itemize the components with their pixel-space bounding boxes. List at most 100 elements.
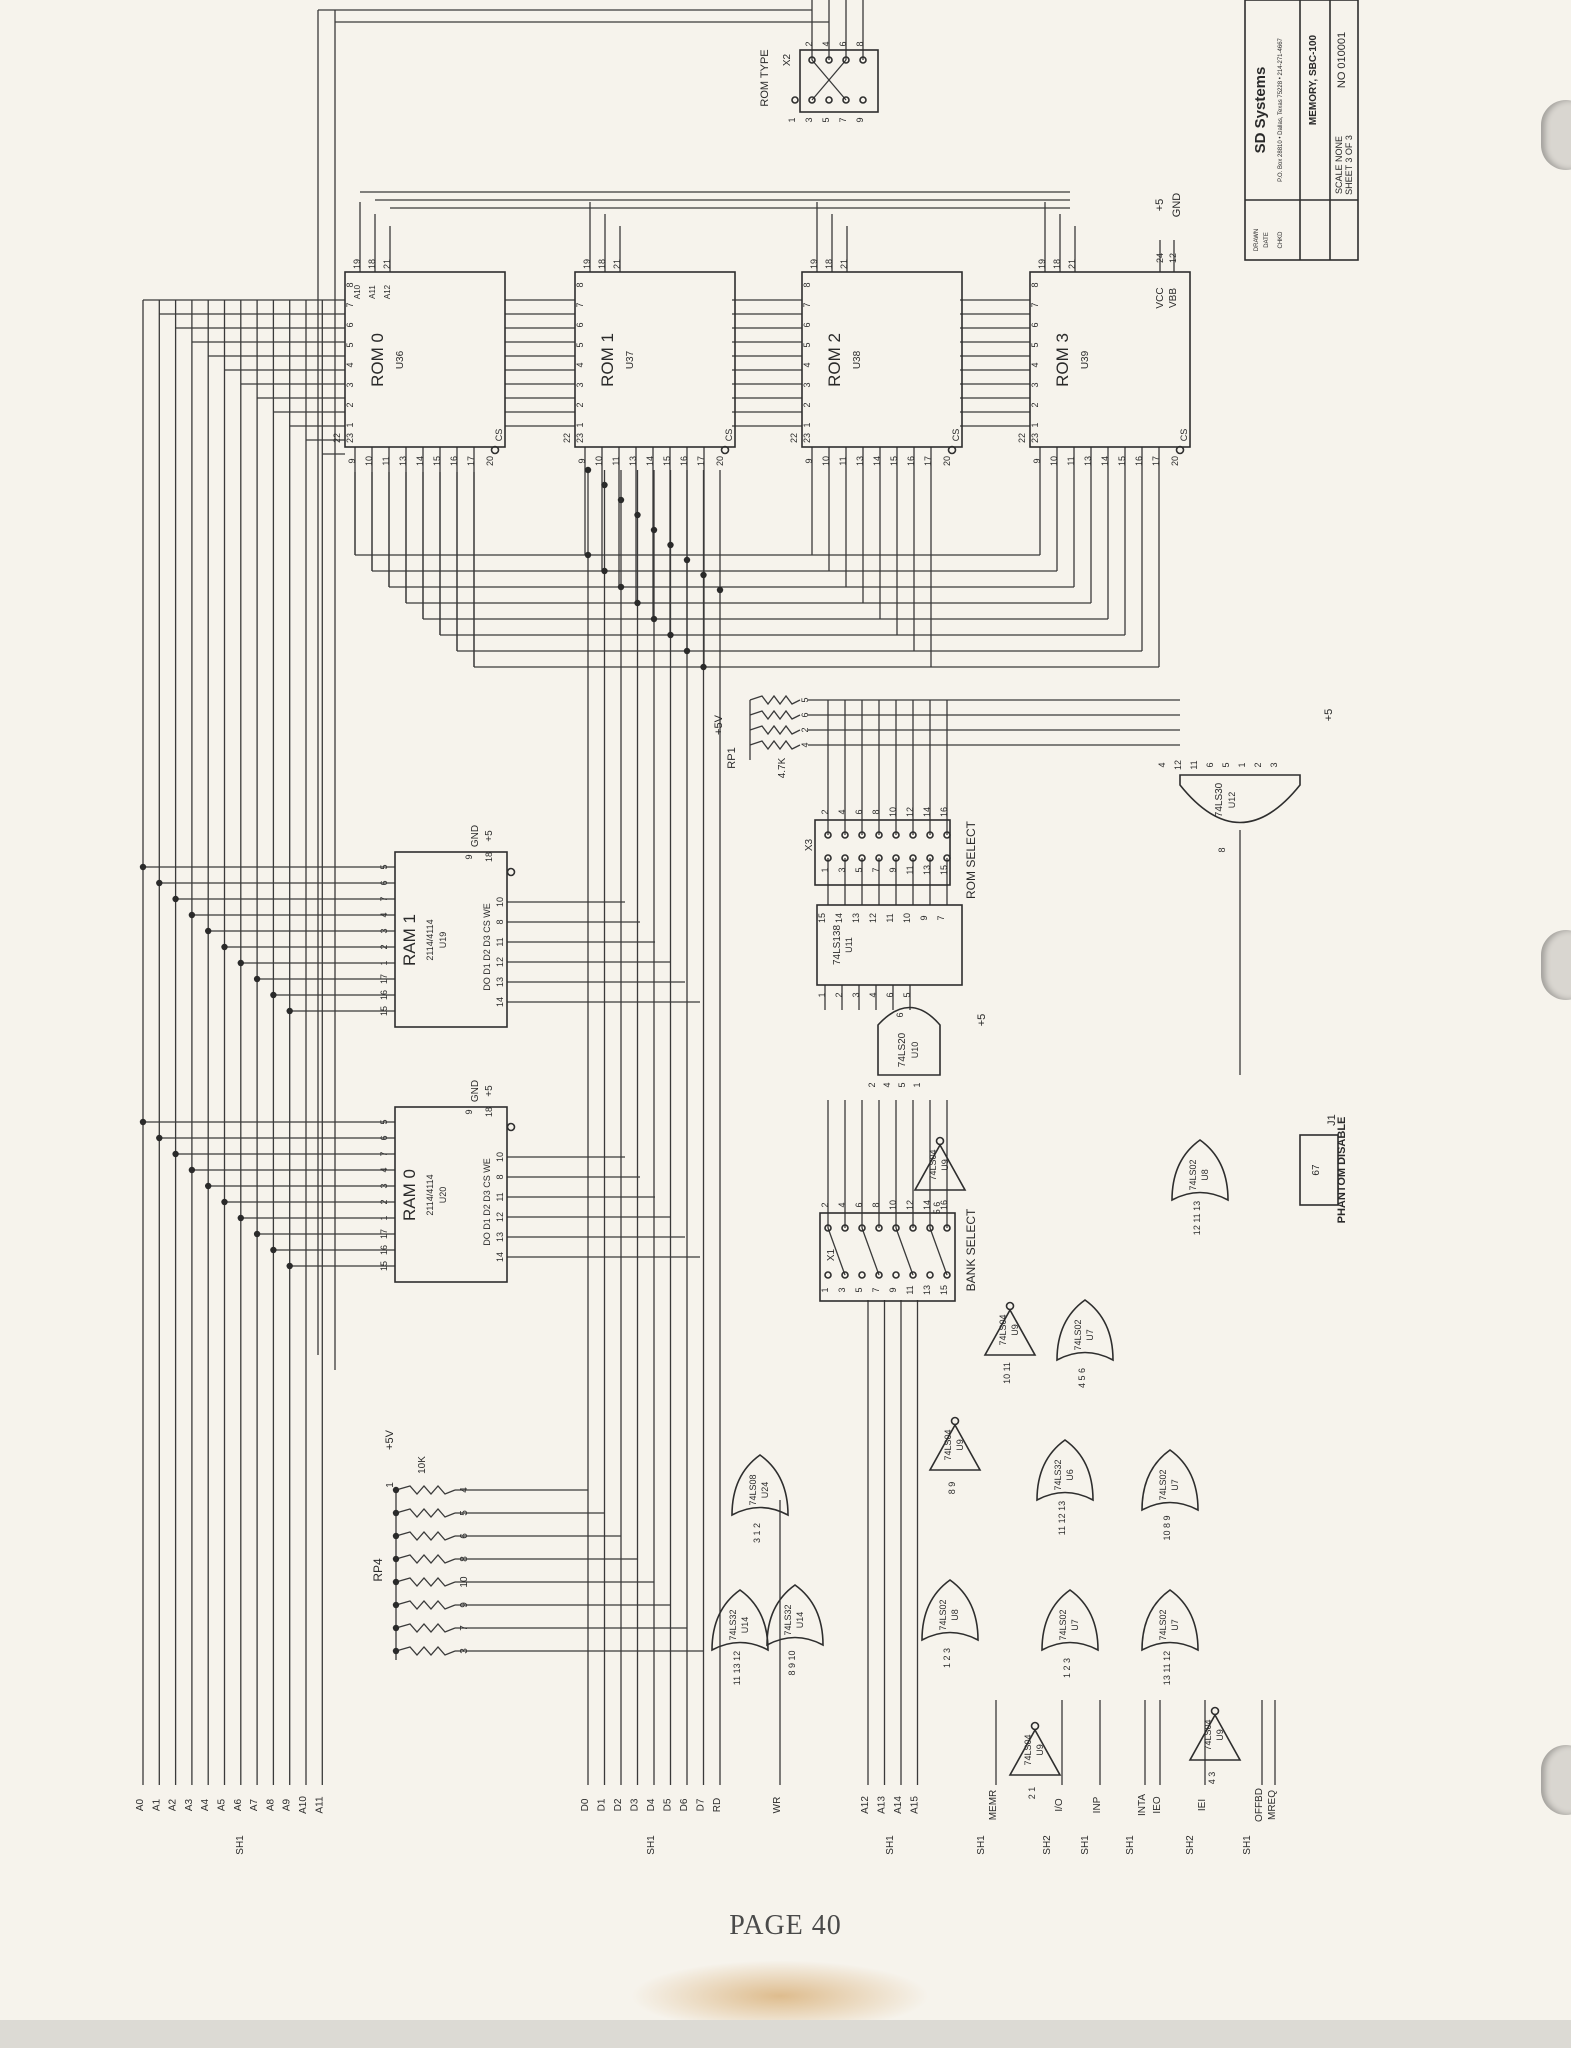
data-signal: D1	[597, 1798, 608, 1811]
resistor-zigzag	[395, 1600, 456, 1610]
header-hole	[875, 1271, 883, 1279]
u10-pin: 4	[882, 1082, 892, 1087]
rom-name: ROM 3	[1053, 333, 1072, 387]
header-pin: 6	[854, 1202, 864, 1207]
ram-plus5: +5	[484, 1085, 495, 1097]
rp4-pin: 4	[459, 1487, 470, 1493]
rp4-pin: 6	[459, 1533, 470, 1539]
ram-pin-num: 7	[379, 1151, 389, 1156]
junction-dot	[221, 1198, 228, 1206]
junction-dot	[253, 975, 261, 983]
rp4-pin: 8	[459, 1556, 470, 1562]
header-pin: 7	[871, 867, 881, 872]
junction-dot	[392, 1532, 400, 1540]
junction-dot	[139, 1118, 147, 1126]
header-pin: 8	[871, 809, 881, 814]
gate-pins: 10 8 9	[1162, 1515, 1172, 1540]
junction-dot	[172, 895, 179, 903]
resistor-zigzag	[749, 709, 801, 721]
ram-pin-num: 1	[379, 1215, 389, 1220]
rom-select-ref: X3	[804, 838, 815, 851]
rom-pin-num: 21	[1067, 259, 1077, 269]
rom-pin-num: 8	[575, 282, 585, 287]
control-signal: IEO	[1152, 1796, 1163, 1813]
logic-gate	[1056, 1299, 1114, 1362]
jumper-pin: 4	[821, 41, 831, 46]
header-hole	[841, 1271, 849, 1279]
junction-dot	[601, 567, 608, 575]
control-sheet: SH1	[976, 1835, 987, 1855]
bank-jumper-link	[895, 1227, 914, 1276]
header-hole	[943, 1224, 951, 1232]
header-hole	[824, 1271, 832, 1279]
j1-pin: 67	[1311, 1164, 1322, 1176]
ram-ref: U19	[438, 932, 448, 949]
jumper-hole	[808, 56, 816, 64]
gnd-label: GND	[1171, 193, 1183, 218]
rom-pin-num: 17	[923, 456, 933, 466]
header-hole	[943, 831, 951, 839]
rom-chip	[344, 271, 506, 448]
bank-select-ref: X1	[826, 1248, 837, 1261]
logic-gate	[1141, 1589, 1199, 1652]
inverter-bubble	[1005, 1301, 1015, 1311]
u12-pin: 5	[1221, 762, 1231, 767]
u11-pin: 9	[919, 915, 929, 920]
jumper-hole	[842, 56, 850, 64]
rom-pin-num: 5	[802, 342, 812, 347]
inverter-bubble	[720, 445, 730, 455]
rom-pin-num: 11	[838, 456, 848, 465]
rp4-value: 10K	[417, 1456, 428, 1474]
date-label: DATE	[1264, 232, 1270, 248]
header-hole	[841, 831, 849, 839]
ram-pin-num: 7	[379, 896, 389, 901]
resistor-zigzag	[395, 1623, 456, 1633]
header-pin: 4	[837, 1202, 847, 1207]
ram-pin-num: 3	[379, 928, 389, 933]
gate-ref: U24	[760, 1482, 770, 1499]
rom-pin-num: 15	[432, 456, 442, 466]
junction-dot	[617, 583, 625, 591]
header-pin: 2	[820, 809, 830, 814]
jumper-pin: 2	[804, 41, 814, 46]
header-pin: 1	[820, 867, 830, 872]
rp1-value: 4.7K	[777, 757, 788, 778]
ram-pin-num: 11	[495, 937, 505, 946]
rom-pin-num: 22	[789, 433, 799, 443]
gate-ref: U14	[795, 1612, 805, 1629]
header-hole	[824, 831, 832, 839]
junction-dot	[667, 541, 674, 549]
header-pin: 13	[922, 1285, 932, 1295]
rp4-pin: 9	[459, 1602, 470, 1608]
junction-dot	[650, 615, 658, 623]
header-hole	[875, 854, 883, 862]
ram-chip	[394, 851, 508, 1028]
logic-gate	[1041, 1589, 1099, 1652]
rom-pin-num: 10	[594, 456, 604, 466]
data-signal: D4	[646, 1798, 657, 1811]
ram-chip	[394, 1106, 508, 1283]
rom-pin-num: 19	[582, 259, 592, 269]
rom-pin-num: 13	[628, 456, 638, 466]
gate-pins: 10 11	[1002, 1362, 1012, 1384]
gate-ref: U9	[955, 1439, 965, 1451]
rom-select-label: ROM SELECT	[964, 820, 978, 899]
rom-pin-num: 8	[802, 282, 812, 287]
header-pin: 10	[888, 1200, 898, 1210]
junction-dot	[286, 1262, 293, 1270]
gate-part: 74LS32	[783, 1604, 793, 1635]
resistor-zigzag	[395, 1554, 456, 1564]
logic-gate	[1141, 1449, 1199, 1512]
gate-part: 74LS02	[1158, 1469, 1168, 1500]
header-hole	[892, 1224, 900, 1232]
gate-pins: 11 12 13	[1057, 1501, 1067, 1535]
decoder-u11	[816, 904, 963, 986]
u11-pin: 5	[902, 992, 912, 997]
nand-u12	[1179, 774, 1301, 824]
ram-pin-num: 11	[495, 1192, 505, 1201]
bank-jumper-link	[827, 1227, 846, 1276]
header-pin: 13	[922, 865, 932, 875]
rom-name: ROM 2	[825, 333, 844, 387]
header-hole	[858, 831, 866, 839]
header-pin: 16	[939, 807, 949, 817]
